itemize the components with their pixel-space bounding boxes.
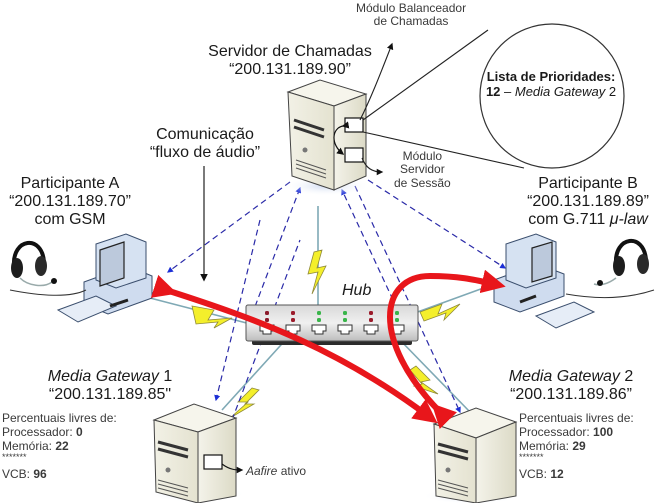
hub-port-led xyxy=(265,311,269,315)
headset-b-icon xyxy=(565,239,655,298)
participant-b-codec: com G.711 μ-law xyxy=(528,210,648,228)
priority-zoom-circle xyxy=(479,23,625,169)
signaling-arrows xyxy=(167,179,507,421)
participant-b-label: Participante B “200.131.189.89” com G.71… xyxy=(516,175,660,229)
session-module-box xyxy=(344,147,364,163)
participant-a-codec: com GSM xyxy=(34,210,106,228)
wireless-icon xyxy=(229,387,260,419)
hub-port-led xyxy=(369,318,373,322)
hub-port-led xyxy=(343,311,347,315)
wireless-icon xyxy=(419,303,461,322)
hub-port-led xyxy=(395,318,399,322)
audio-flow xyxy=(150,269,506,429)
hub-port-led xyxy=(343,318,347,322)
hub-port-led xyxy=(317,311,321,315)
balancer-module-label: Módulo Balanceador de Chamadas xyxy=(356,1,467,29)
participant-a-computer xyxy=(56,233,153,323)
zoom-line-top xyxy=(362,29,489,121)
signal-arrow xyxy=(367,179,507,269)
gateway1-memory: 22 xyxy=(55,439,69,454)
participant-a-name: Participante A xyxy=(20,175,120,192)
signal-arrow xyxy=(247,186,302,326)
gateway2-server xyxy=(422,407,522,503)
hub-port-led xyxy=(265,318,269,322)
cable-gateway1 xyxy=(221,334,291,411)
priority-gateway: Media Gateway xyxy=(514,83,606,99)
gateway2-label: Media Gateway 2 “200.131.189.86” xyxy=(496,368,646,404)
gateway2-ip: “200.131.189.86” xyxy=(510,385,632,403)
call-server-ip: “200.131.189.90” xyxy=(229,60,351,78)
gateway1-label: Media Gateway 1 “200.131.189.85" xyxy=(40,368,180,404)
hub-port-led xyxy=(395,311,399,315)
gateway2-vcb: 12 xyxy=(550,467,564,482)
aafire-module-box xyxy=(203,454,223,470)
communication-label: Comunicação “fluxo de áudio” xyxy=(149,126,261,161)
priority-list: Lista de Prioridades: 12 – Media Gateway… xyxy=(485,69,617,99)
aafire-label: Aafire ativo xyxy=(246,464,307,478)
audio-flow-arrow-b-to-gw2 xyxy=(387,269,506,429)
gateway1-stats: Percentuais livres de: Processador: 0 Me… xyxy=(2,411,117,482)
participant-b-name: Participante B xyxy=(538,175,638,192)
call-server xyxy=(282,79,370,196)
priority-list-title: Lista de Prioridades: xyxy=(486,69,616,84)
callout-lines xyxy=(359,29,525,176)
participant-b-ip: “200.131.189.89” xyxy=(527,192,649,210)
balancer-callout-arrow xyxy=(359,42,394,121)
call-server-title: Servidor de Chamadas xyxy=(208,43,372,60)
gateway1-processor: 0 xyxy=(76,425,83,440)
hub-port-led xyxy=(291,311,295,315)
session-module-label: Módulo Servidor de Sessão xyxy=(394,149,451,190)
signal-arrow xyxy=(167,181,291,273)
zoom-line-bottom xyxy=(362,131,525,169)
wireless-icon xyxy=(307,249,327,295)
hub-port-led xyxy=(369,311,373,315)
gateway2-stats: Percentuais livres de: Processador: 100 … xyxy=(519,411,634,482)
gateway1-vcb: 96 xyxy=(33,467,47,482)
audio-flow-arrow-a-to-gw2 xyxy=(150,274,438,424)
participant-a-label: Participante A “200.131.189.70” com GSM xyxy=(0,175,140,229)
headset-a-icon xyxy=(9,241,87,296)
gateway2-memory: 29 xyxy=(572,439,586,454)
participant-a-ip: “200.131.189.70” xyxy=(9,192,131,210)
call-server-label: Servidor de Chamadas “200.131.189.90” xyxy=(200,43,380,79)
gateway1-ip: “200.131.189.85" xyxy=(48,385,172,403)
gateway1-server xyxy=(146,403,246,503)
session-callout-arrow xyxy=(361,157,384,176)
hub-label: Hub xyxy=(342,282,372,299)
priority-value: 12 xyxy=(485,83,501,99)
gateway2-processor: 100 xyxy=(593,425,614,440)
hub-port-led xyxy=(317,318,321,322)
participant-b-computer xyxy=(493,233,596,329)
hub-port-led xyxy=(291,318,295,322)
